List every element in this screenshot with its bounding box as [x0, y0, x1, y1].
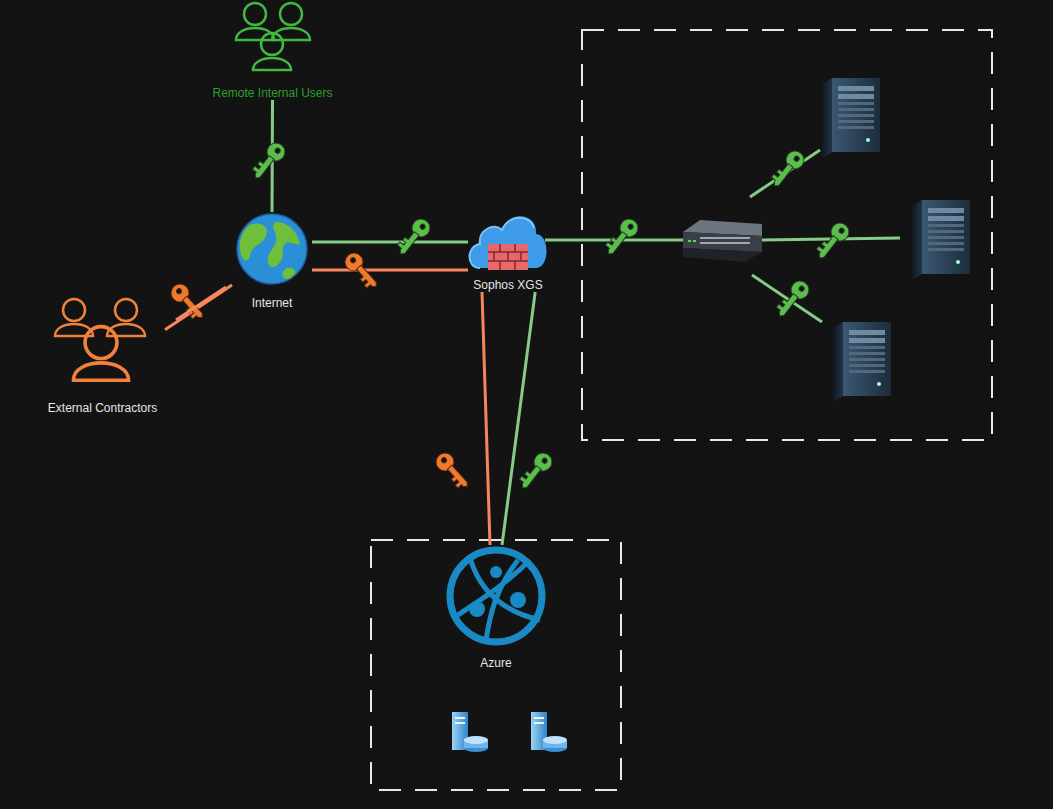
- firewall-icon: [470, 216, 547, 270]
- server-icon: [833, 322, 891, 402]
- lan-wires: [545, 150, 900, 322]
- server-icon: [452, 712, 488, 752]
- server-icon: [912, 200, 970, 280]
- server-icon: [531, 712, 567, 752]
- link-line: [312, 268, 468, 271]
- node-label: Internet: [252, 296, 293, 310]
- node-label: External Contractors: [48, 401, 157, 415]
- link-line: [502, 292, 535, 545]
- server-icon: [822, 78, 880, 158]
- link-line: [482, 292, 490, 545]
- network-node: External Contractors: [40, 295, 165, 415]
- node-label: Remote Internal Users: [212, 86, 332, 100]
- link-line: [312, 240, 468, 243]
- network-node: Azure: [446, 545, 546, 670]
- users-icon: [55, 299, 145, 380]
- azure-icon: [450, 550, 542, 642]
- key-symbol: [249, 139, 853, 493]
- globe-icon: [237, 214, 307, 284]
- node-label: Sophos XGS: [473, 278, 542, 292]
- network-node: Internet: [232, 212, 312, 310]
- node-label: Azure: [480, 656, 511, 670]
- users-icon: [236, 3, 310, 70]
- network-node: Sophos XGS: [468, 208, 548, 292]
- site-boundary: [582, 30, 992, 440]
- network-switch: [683, 220, 762, 262]
- key-symbol: [167, 249, 473, 492]
- network-node: Remote Internal Users: [200, 2, 345, 100]
- cloud-boundary: [371, 540, 621, 790]
- revoke-stroke: [176, 287, 226, 320]
